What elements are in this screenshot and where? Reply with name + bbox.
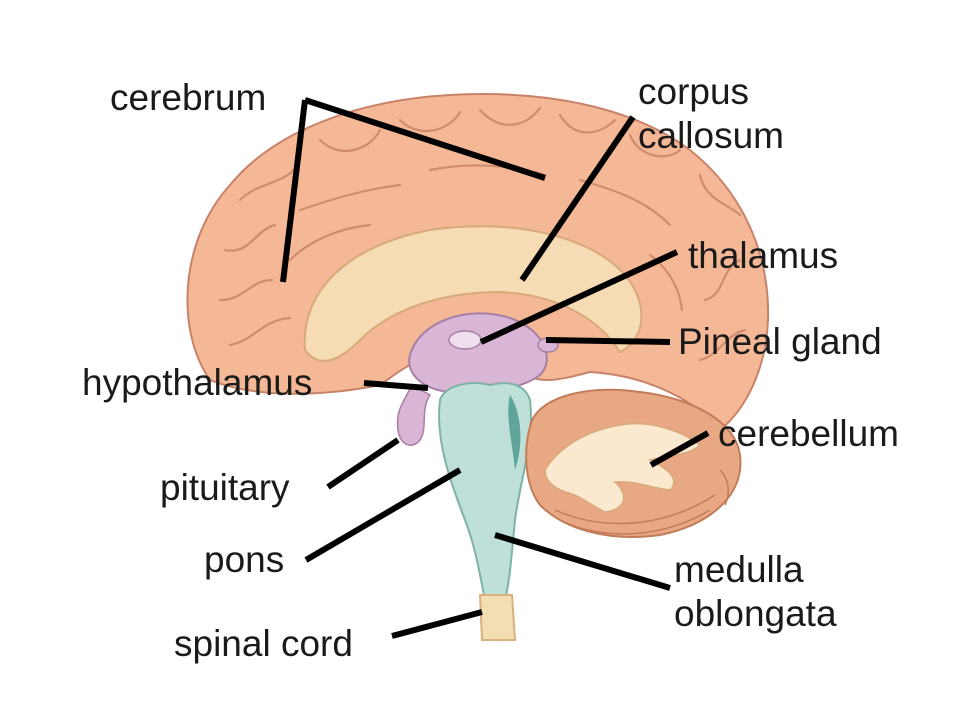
label-corpus-callosum-line1: corpus [638, 71, 750, 112]
leader-thalamus [479, 249, 679, 345]
leader-hypothalamus [363, 380, 429, 391]
label-pons: pons [204, 539, 285, 580]
label-pineal-gland: Pineal gland [678, 321, 882, 362]
label-medulla-oblongata: medulla oblongata [674, 548, 837, 636]
leader-pons [304, 467, 462, 563]
leader-lines [280, 97, 710, 639]
leader-cerebrum-left [280, 99, 308, 283]
label-cerebellum: cerebellum [718, 413, 899, 454]
spinal-cord-shape [478, 594, 517, 641]
leader-pineal-gland [545, 337, 671, 345]
leader-spinal-cord [391, 609, 483, 639]
leader-cerebellum [649, 430, 710, 468]
label-corpus-callosum: corpus callosum [638, 70, 784, 158]
leader-medulla [494, 532, 671, 591]
leader-cerebrum-right [304, 97, 546, 181]
thalamus-region [408, 312, 548, 394]
fourth-ventricle [508, 395, 521, 470]
cerebellum-arbor-vitae [544, 422, 702, 513]
thalamus-center [448, 330, 482, 350]
label-cerebrum: cerebrum [110, 77, 267, 118]
label-spinal-cord: spinal cord [174, 623, 353, 664]
pituitary-shape [396, 383, 432, 446]
brainstem-shape [438, 382, 532, 601]
label-thalamus: thalamus [688, 235, 839, 276]
label-corpus-callosum-line2: callosum [638, 115, 784, 156]
label-hypothalamus: hypothalamus [82, 362, 313, 403]
leader-corpus-callosum [519, 115, 636, 282]
label-medulla-line1: medulla [674, 549, 804, 590]
cerebellum-folia [554, 469, 730, 535]
label-pituitary: pituitary [160, 467, 290, 508]
label-medulla-line2: oblongata [674, 593, 837, 634]
leader-pituitary [326, 437, 400, 490]
